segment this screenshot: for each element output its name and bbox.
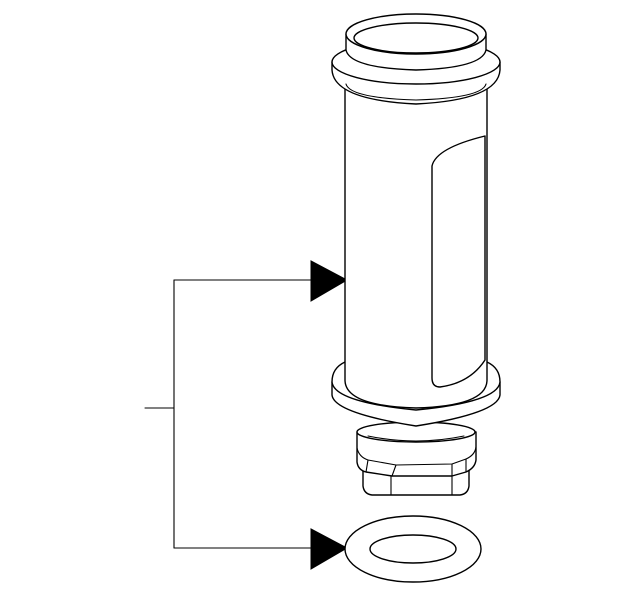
o-ring-inner-edge: [369, 534, 457, 564]
arrowhead-to-o-ring-icon: [310, 528, 349, 570]
housing-bottom-fitting: [356, 421, 477, 496]
housing-top-opening: [345, 13, 487, 71]
arrowhead-to-housing-icon: [310, 260, 349, 302]
housing-body: [344, 83, 488, 409]
callout-leader: [144, 260, 349, 570]
filter-housing-icon: [331, 13, 501, 496]
o-ring-icon: [344, 515, 482, 583]
o-ring-outer-edge: [344, 515, 482, 583]
